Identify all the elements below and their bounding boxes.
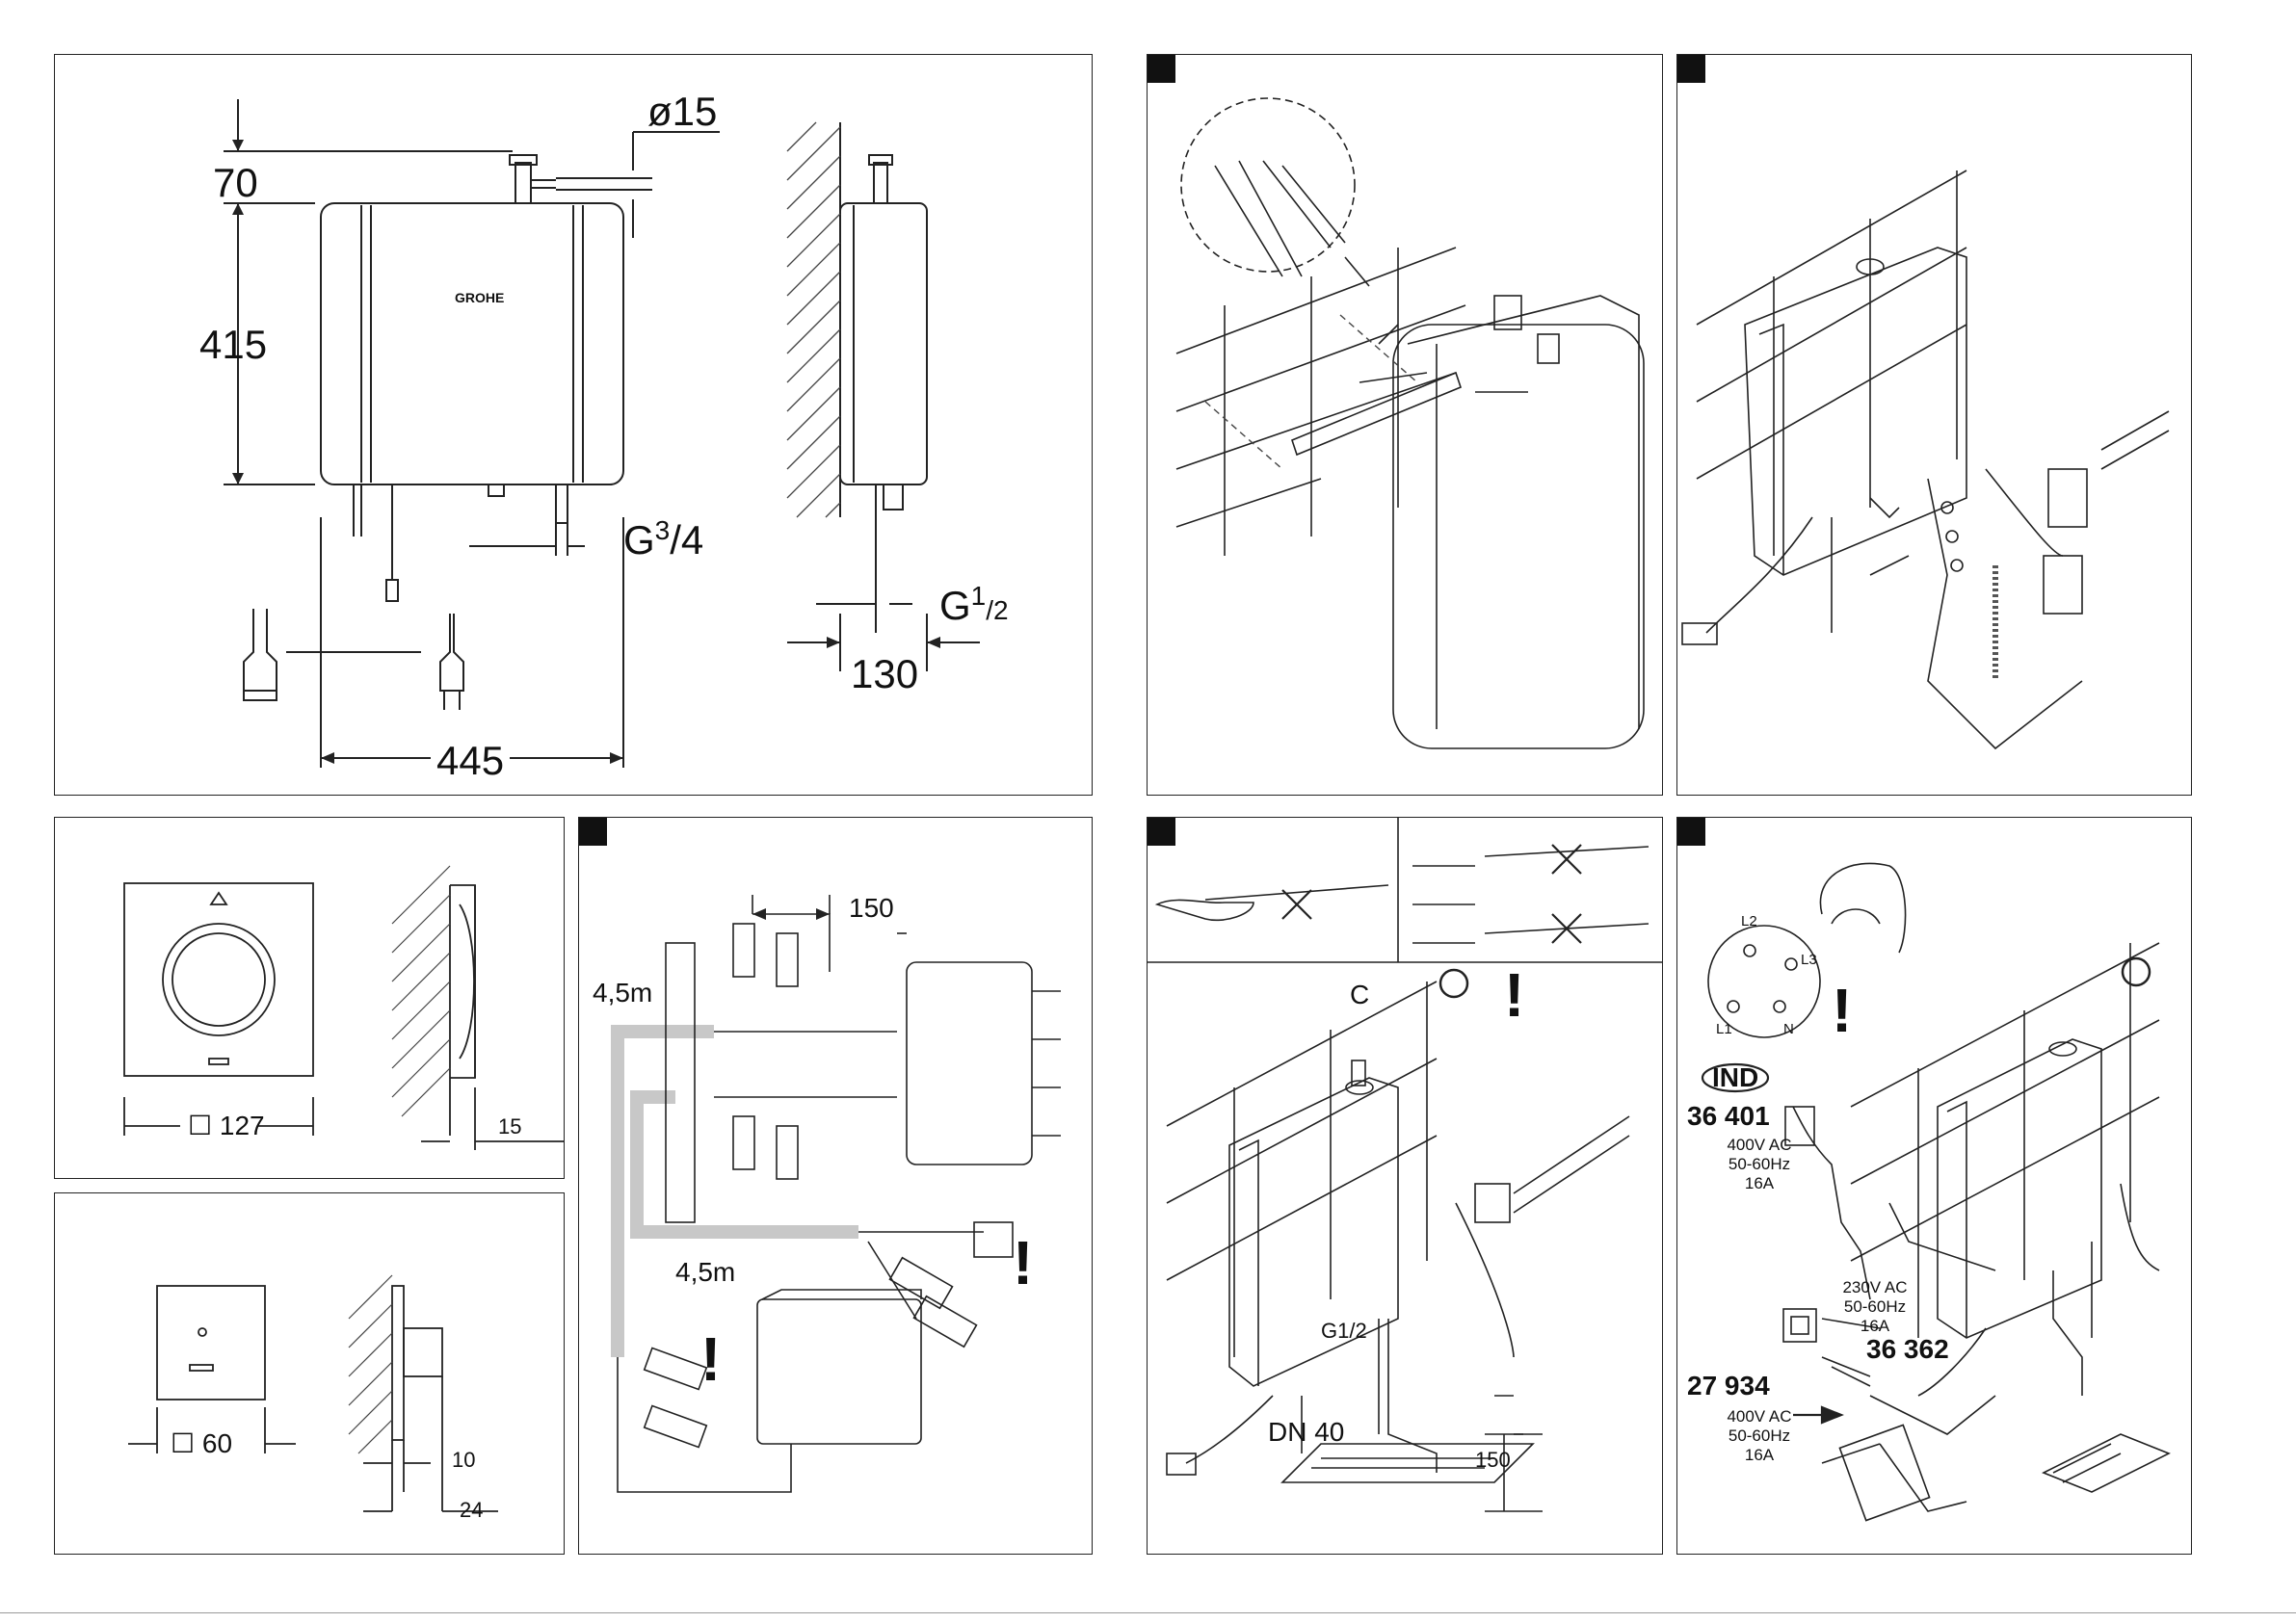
sensor-small-depth-a: 10 [452,1450,475,1471]
mounting-drawing [1148,55,1663,796]
sensor-large-drawing [55,818,565,1179]
sensor-small-depth-b: 24 [460,1500,483,1521]
cable-bottom: 4,5m [675,1259,735,1286]
wiring-drawing [579,818,1093,1555]
part-36401: 36 401 [1687,1103,1770,1130]
panel-connection [1676,54,2192,796]
panel-sensor-large: ☐ 127 15 [54,817,565,1179]
plug-pin-l2: L2 [1741,914,1757,929]
grohe-logo: GROHE [455,291,504,304]
plug-pin-l1: L1 [1716,1022,1732,1036]
dim-top: 70 [213,163,258,203]
thread-side: G1/2 [939,583,1009,626]
plug-pin-n: N [1783,1022,1794,1036]
panel-mounting [1147,54,1663,796]
thread-main: G3/4 [623,517,703,561]
panel-dimensions: 70 ø15 415 GROHE G3/4 G1/2 130 445 [54,54,1093,796]
drain-size: DN 40 [1268,1419,1344,1446]
cable-top: 4,5m [593,980,652,1007]
warning-mark: ! [700,1328,721,1390]
part-27934: 27 934 [1687,1373,1770,1400]
panel-drain: ! C G1/2 DN 40 150 [1147,817,1663,1555]
wiring-spacing: 150 [849,895,894,922]
panel-sensor-small: ☐ 60 10 24 [54,1192,565,1555]
dim-pipe: ø15 [647,92,717,132]
warning-mark-2: ! [1013,1232,1033,1294]
dim-height: 415 [199,325,267,365]
connection-drawing [1677,55,2192,796]
panel-wiring: 150 4,5m 4,5m ! ! [578,817,1093,1555]
region-badge: IND [1712,1064,1758,1091]
part-36362: 36 362 [1866,1336,1949,1363]
drain-height: 150 [1475,1450,1511,1471]
label-c: C [1350,982,1369,1008]
dimension-drawing [55,55,1093,796]
sensor-small-drawing [55,1193,565,1555]
plug-pin-l3: L3 [1801,953,1817,967]
sensor-small-size: ☐ 60 [171,1430,232,1457]
warning-mark: ! [1832,980,1852,1041]
warning-mark: ! [1504,964,1524,1026]
sensor-large-depth: 15 [498,1116,521,1138]
dim-width: 445 [431,741,510,781]
drain-thread: G1/2 [1321,1321,1367,1342]
page-footer-rule [0,1612,2296,1623]
drain-drawing [1148,818,1663,1555]
sensor-large-size: ☐ 127 [188,1113,265,1139]
dim-depth: 130 [851,654,918,694]
